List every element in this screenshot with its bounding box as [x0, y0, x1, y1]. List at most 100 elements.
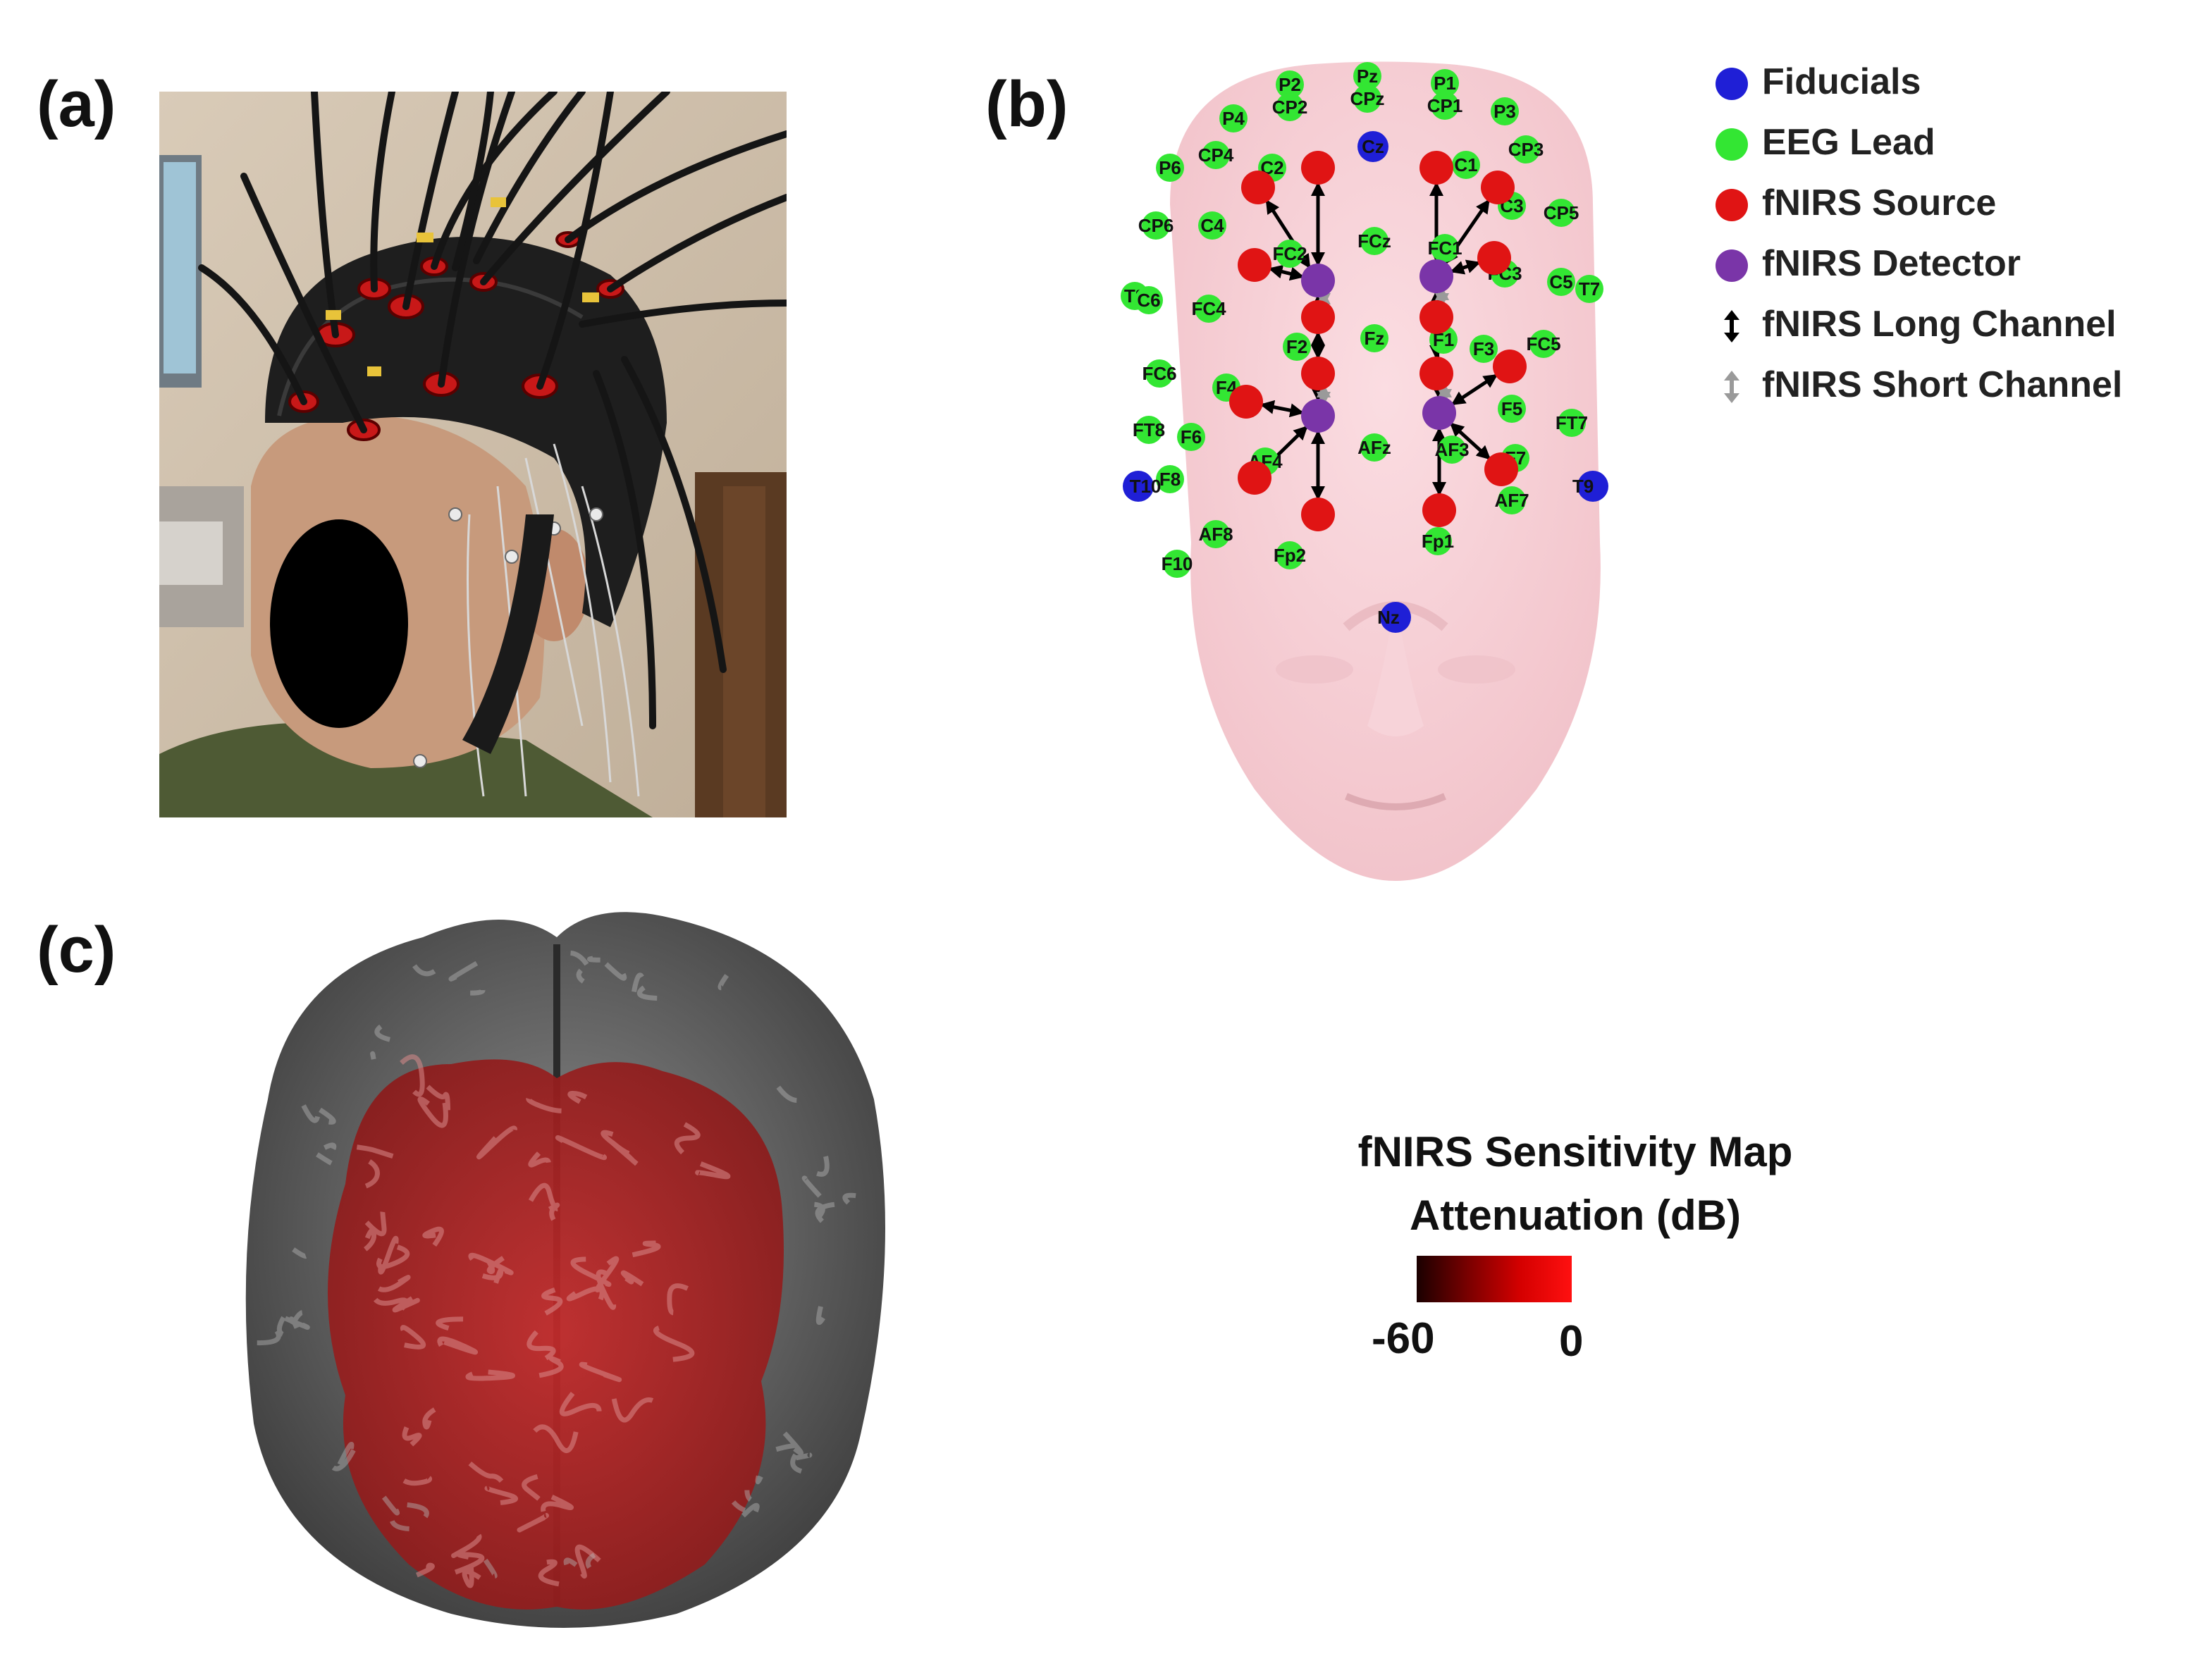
eeg-electrode: [1177, 423, 1205, 451]
gyrus-highlight: [356, 1144, 394, 1159]
eeg-electrode: [1123, 471, 1154, 502]
gyrus-highlight: [422, 1226, 444, 1247]
gyrus-highlight: [636, 985, 658, 1001]
eeg-electrode-label: F3: [1473, 338, 1494, 359]
eeg-electrode: [1512, 135, 1540, 163]
eeg-electrode-label: AFz: [1357, 437, 1391, 458]
legend-marker-circle: [1714, 248, 1749, 283]
gyrus-highlight: [576, 968, 585, 984]
gyrus-highlight: [741, 1502, 760, 1518]
eeg-electrode-label: Pz: [1357, 66, 1378, 87]
eeg-electrode: [1353, 62, 1381, 90]
fnirs-source: [1493, 350, 1527, 383]
gyrus-highlight: [632, 1240, 661, 1258]
eeg-electrode: [1575, 275, 1603, 303]
eeg-electrode: [1547, 199, 1575, 227]
gyrus-highlight: [816, 1156, 830, 1177]
eeg-electrode-label: T9: [1572, 476, 1594, 497]
eeg-electrode: [1142, 211, 1170, 240]
eeg-electrode-label: F5: [1501, 398, 1522, 419]
gyrus-highlight: [526, 1097, 562, 1113]
gyrus-highlight: [284, 1316, 310, 1330]
colorbar-max-label: 0: [1559, 1317, 1584, 1366]
gyrus-highlight: [468, 1462, 504, 1483]
legend-marker-circle: [1714, 187, 1749, 223]
gyrus-highlight: [257, 1329, 281, 1346]
eeg-electrode-label: CPz: [1350, 88, 1384, 109]
gyrus-highlight: [454, 1552, 485, 1575]
eeg-electrode: [1491, 97, 1519, 125]
eeg-electrode-label: AF7: [1494, 490, 1529, 511]
fnirs-source: [1301, 151, 1335, 185]
eeg-electrode: [1276, 541, 1304, 569]
gyrus-highlight: [323, 1142, 337, 1150]
eeg-electrode: [1156, 154, 1184, 182]
double-arrow-icon: [1714, 369, 1749, 404]
eeg-electrode-label: Fp2: [1274, 545, 1306, 566]
eeg-electrode-label: P4: [1222, 108, 1245, 129]
eeg-electrode-label: Fz: [1365, 328, 1385, 349]
gyrus-highlight: [331, 1449, 356, 1471]
gyrus-highlight: [374, 1297, 409, 1311]
fnirs-detector: [1301, 399, 1335, 433]
eeg-electrode-label: AF3: [1434, 439, 1469, 460]
eeg-electrode-label: Cz: [1362, 136, 1384, 157]
eeg-electrode-label: FT7: [1556, 412, 1588, 433]
gyrus-highlight: [376, 1244, 410, 1269]
eeg-electrode-label: C4: [1200, 215, 1224, 236]
legend-label: Fiducials: [1762, 61, 1921, 102]
fnirs-source: [1481, 171, 1515, 204]
gyrus-highlight: [522, 1474, 541, 1501]
gyrus-highlight: [842, 1192, 856, 1205]
fnirs-long-channel: [1451, 374, 1498, 405]
gyrus-highlight: [620, 1270, 644, 1287]
eeg-electrode: [1452, 151, 1480, 179]
gyrus-highlight: [364, 1211, 387, 1237]
eeg-electrode-label: CP4: [1198, 144, 1234, 166]
gyrus-highlight: [319, 1107, 336, 1125]
gyrus-highlight: [378, 1235, 399, 1275]
legend-marker-circle: [1714, 66, 1749, 101]
gyrus-highlight: [601, 1130, 630, 1156]
gyrus-highlight: [585, 1552, 596, 1569]
fnirs-long-channel: [1268, 264, 1305, 281]
gyrus-highlight: [526, 1330, 556, 1361]
double-arrow-icon: [1714, 309, 1749, 344]
gyrus-highlight: [450, 1533, 482, 1559]
gyrus-highlight: [412, 964, 436, 977]
eeg-electrode: [1424, 527, 1452, 555]
gyrus-highlight: [718, 974, 729, 991]
gyrus-highlight: [775, 1443, 794, 1452]
eeg-electrode: [1498, 395, 1526, 423]
gyrus-highlight: [579, 1361, 622, 1383]
legend-item: fNIRS Source: [1706, 175, 2199, 235]
gyrus-highlight: [481, 1268, 504, 1284]
gyrus-highlight: [374, 1024, 391, 1042]
gyrus-highlight: [400, 1325, 426, 1349]
gyrus-highlight: [337, 1442, 355, 1466]
eeg-electrode: [1360, 324, 1388, 352]
fnirs-source: [1238, 461, 1271, 495]
gyrus-highlight: [301, 1104, 320, 1123]
eeg-electrode-label: P3: [1493, 101, 1516, 122]
eeg-electrode-label: FC2: [1272, 243, 1307, 264]
gyrus-highlight: [596, 1269, 617, 1310]
gyrus-highlight: [541, 1287, 563, 1316]
gyrus-highlight: [415, 1562, 435, 1578]
eeg-electrode: [1353, 85, 1381, 113]
legend-item: Fiducials: [1706, 54, 2199, 114]
gyrus-highlight: [437, 1336, 479, 1355]
gyrus-highlight: [364, 1159, 380, 1189]
gyrus-highlight: [316, 1152, 333, 1166]
gyrus-highlight: [667, 1283, 689, 1316]
gyrus-highlight: [370, 1051, 376, 1060]
gyrus-highlight: [674, 1122, 701, 1155]
legend-item: EEG Lead: [1706, 114, 2199, 175]
legend-item: fNIRS Detector: [1706, 235, 2199, 296]
gyrus-highlight: [570, 1256, 612, 1287]
eeg-electrode: [1276, 93, 1304, 121]
eeg-electrode-label: C5: [1549, 271, 1572, 292]
gyrus-highlight: [815, 1306, 825, 1326]
colorbar: [1417, 1256, 1572, 1302]
eeg-electrode-label: CP1: [1427, 95, 1463, 116]
